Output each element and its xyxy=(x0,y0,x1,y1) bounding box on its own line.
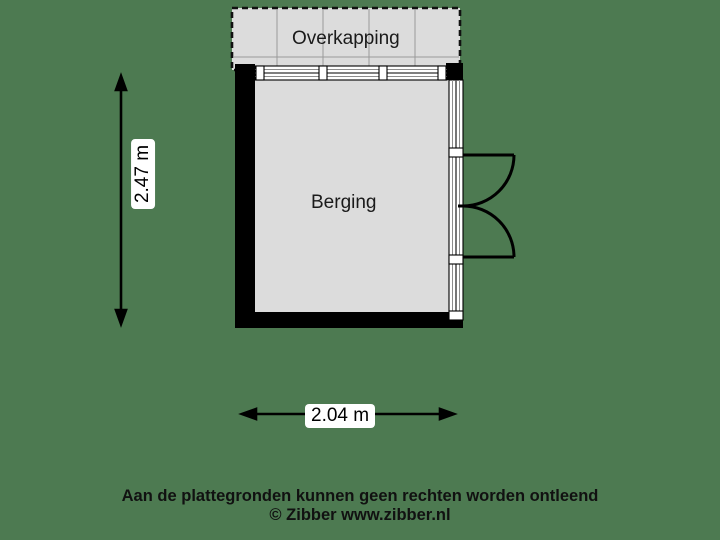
overkapping-grid xyxy=(233,9,459,69)
room-label-berging: Berging xyxy=(311,192,377,213)
arrowhead-left xyxy=(238,407,258,421)
dimension-width-label: 2.04 m xyxy=(305,404,376,428)
arrowhead-down xyxy=(114,308,128,328)
door-swing-arc-lower xyxy=(462,204,516,258)
mullion xyxy=(437,65,447,81)
berging-floor-fill xyxy=(235,70,463,328)
mullion xyxy=(448,254,464,265)
mullion xyxy=(448,147,464,158)
dimension-height-label: 2.47 m xyxy=(131,138,156,210)
berging-room xyxy=(235,63,516,328)
copyright-line: © Zibber www.zibber.nl xyxy=(269,506,451,524)
overkapping-fill xyxy=(230,6,462,72)
arrowhead-right xyxy=(438,407,458,421)
overkapping-area xyxy=(230,6,462,72)
pier-top-right xyxy=(446,63,463,80)
door-swing-arc-upper xyxy=(462,154,516,208)
wall-bottom xyxy=(235,312,463,328)
window-wall-top xyxy=(254,65,448,81)
mullion xyxy=(448,310,464,321)
room-label-overkapping: Overkapping xyxy=(292,28,400,49)
mullion xyxy=(255,65,265,81)
pier-top-left xyxy=(235,64,255,80)
mullion xyxy=(378,65,388,81)
double-door xyxy=(458,153,516,259)
arrowhead-up xyxy=(114,72,128,92)
window-wall-right xyxy=(448,79,464,321)
dimension-height xyxy=(114,72,128,328)
disclaimer-line-1: Aan de plattegronden kunnen geen rechten… xyxy=(121,487,599,505)
mullion xyxy=(318,65,328,81)
wall-left xyxy=(235,64,255,328)
